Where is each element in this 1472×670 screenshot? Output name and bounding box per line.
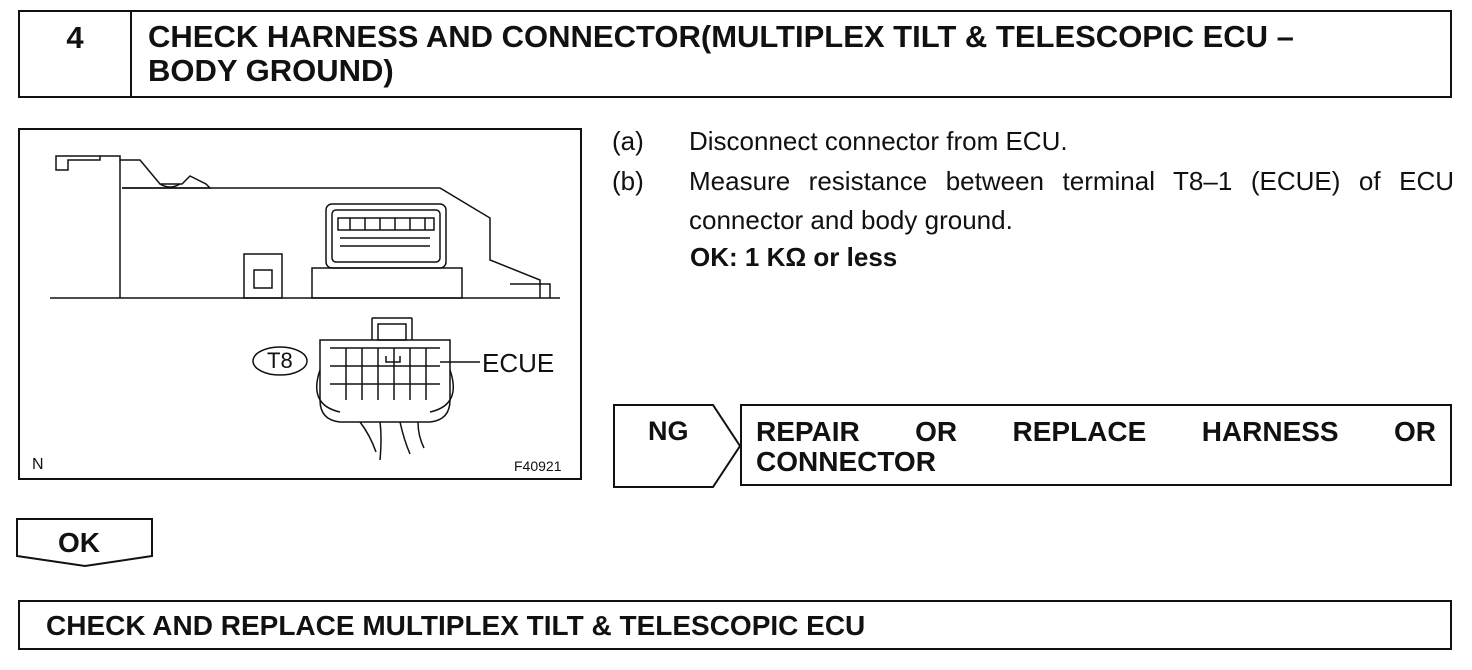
ok-arrow-tag bbox=[16, 518, 153, 568]
connector-figure: T8 ECUE N F40921 bbox=[18, 128, 582, 480]
instruction-a: (a) Disconnect connector from ECU. bbox=[612, 122, 1457, 162]
instruction-text: Measure resistance between terminal T8–1… bbox=[689, 166, 1454, 235]
ecu-connector-illustration bbox=[50, 155, 560, 461]
ng-result-word: REPAIR bbox=[756, 416, 860, 447]
ng-result-word: OR bbox=[1394, 416, 1436, 447]
ng-result-word: OR bbox=[915, 416, 958, 447]
ng-label: NG bbox=[648, 416, 689, 446]
figure-code: F40921 bbox=[514, 458, 562, 474]
ng-arrow-tag bbox=[613, 404, 742, 488]
ng-result-word: HARNESS bbox=[1201, 416, 1339, 447]
terminal-label: ECUE bbox=[482, 348, 555, 378]
step-header: 4 CHECK HARNESS AND CONNECTOR(MULTIPLEX … bbox=[18, 10, 1452, 98]
step-number: 4 bbox=[20, 12, 132, 96]
connector-id-label: T8 bbox=[267, 348, 293, 373]
ok-specification: OK: 1 KΩ or less bbox=[690, 242, 898, 272]
ng-result-word: REPLACE bbox=[1012, 416, 1147, 447]
instruction-label: (b) bbox=[612, 166, 644, 196]
figure-corner-label: N bbox=[32, 456, 44, 473]
ng-result-box: REPAIR OR REPLACE HARNESS OR CONNECTOR bbox=[740, 404, 1452, 486]
step-title: CHECK HARNESS AND CONNECTOR(MULTIPLEX TI… bbox=[148, 20, 1420, 88]
ng-result-line2: CONNECTOR bbox=[756, 446, 936, 477]
ok-label: OK bbox=[58, 527, 100, 558]
step-title-line2: BODY GROUND) bbox=[148, 53, 394, 88]
final-step-text: CHECK AND REPLACE MULTIPLEX TILT & TELES… bbox=[46, 610, 866, 641]
step-title-line1: CHECK HARNESS AND CONNECTOR(MULTIPLEX TI… bbox=[148, 19, 1294, 54]
instruction-b: (b) Measure resistance between terminal … bbox=[612, 162, 1457, 242]
instruction-label: (a) bbox=[612, 126, 644, 156]
final-step-box: CHECK AND REPLACE MULTIPLEX TILT & TELES… bbox=[18, 600, 1452, 650]
instruction-text: Disconnect connector from ECU. bbox=[689, 126, 1068, 156]
ng-result-line1: REPAIR OR REPLACE HARNESS OR bbox=[756, 416, 1436, 448]
